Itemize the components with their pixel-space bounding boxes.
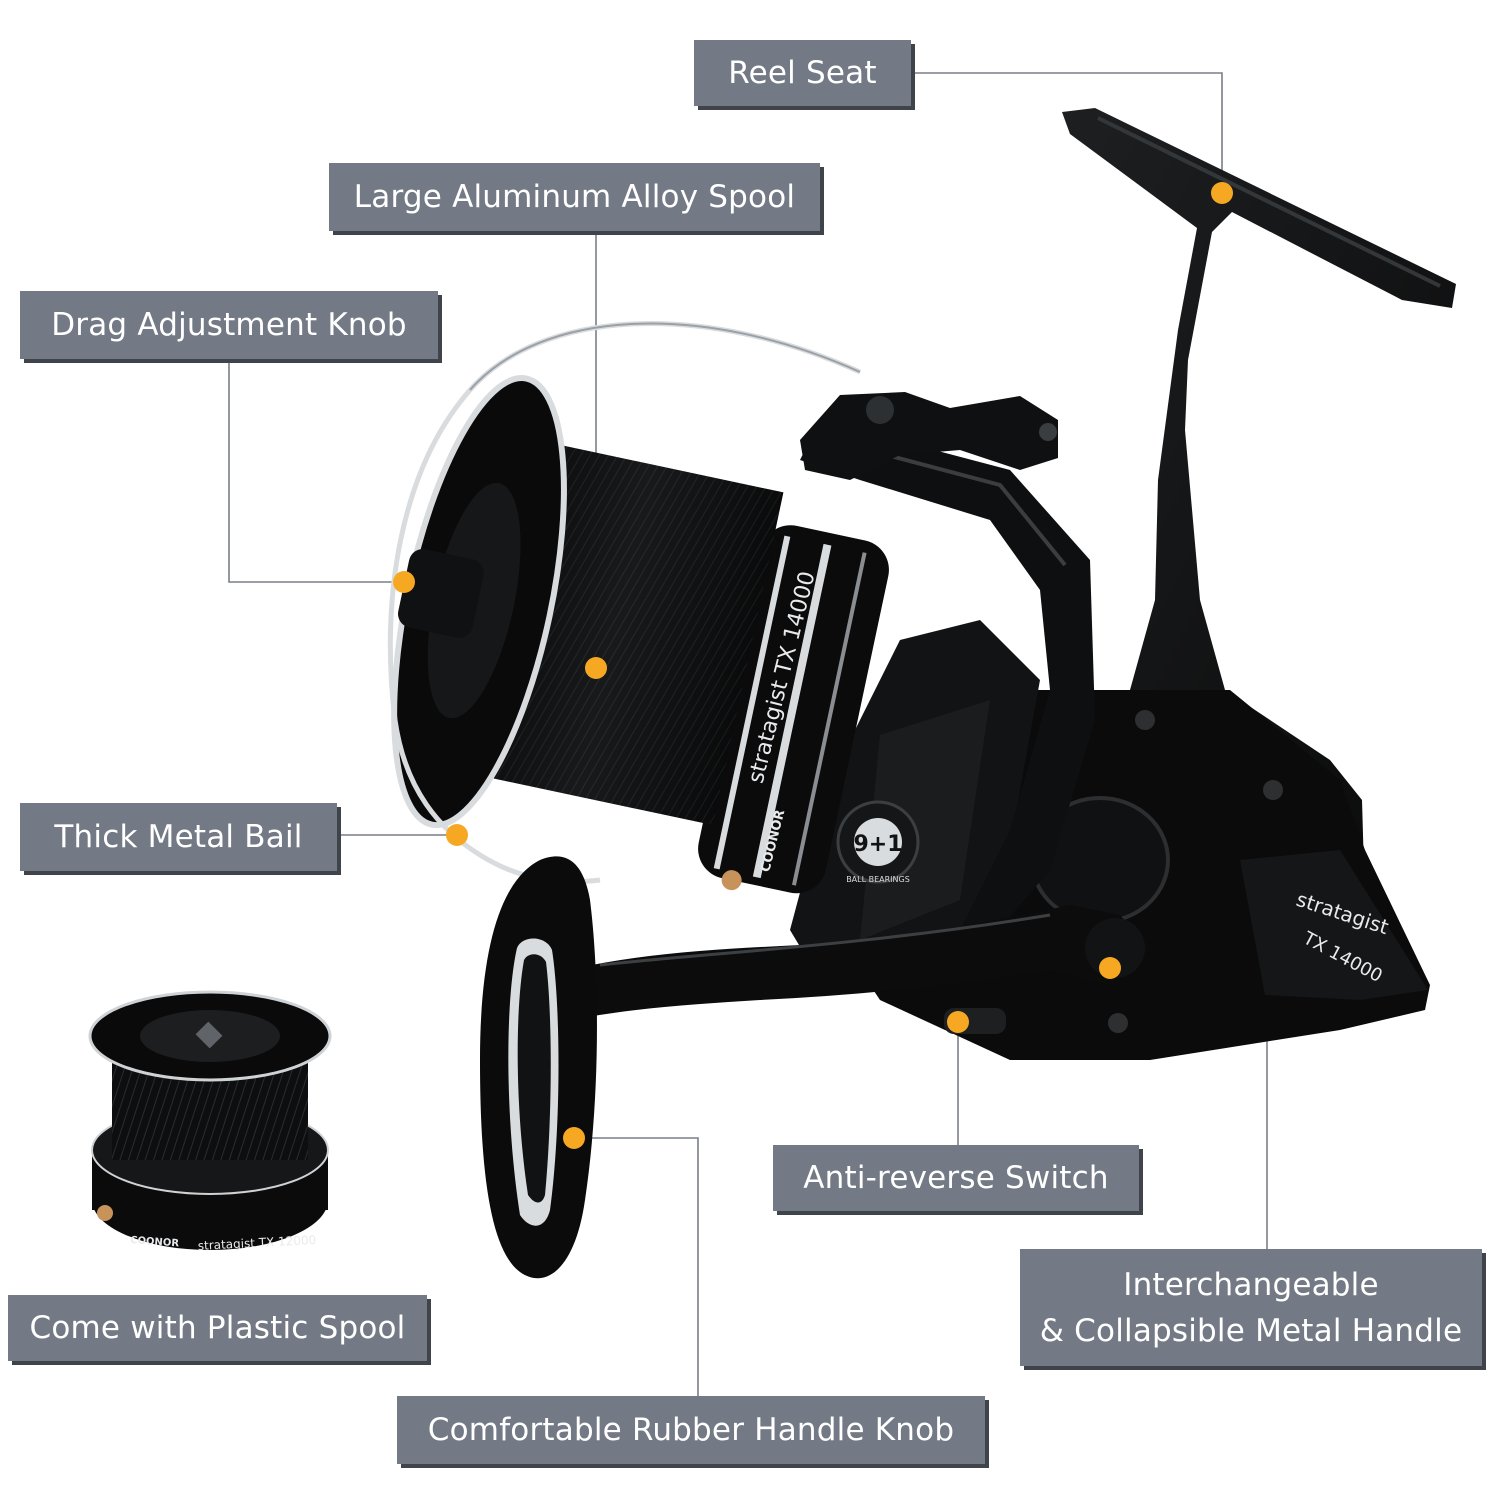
callout-dots bbox=[393, 182, 1233, 1149]
label-reel-seat: Reel Seat bbox=[694, 40, 911, 106]
spare-spool: COONOR stratagist TX 12000 bbox=[88, 990, 332, 1253]
label-handle-knob: Comfortable Rubber Handle Knob bbox=[397, 1396, 985, 1464]
leader-reel-seat bbox=[913, 72, 1223, 193]
reel-rotor: 9+1 BALL BEARINGS bbox=[790, 392, 1095, 1034]
dot-reel-seat bbox=[1211, 182, 1233, 204]
label-handle-line-1: Interchangeable bbox=[1123, 1266, 1379, 1303]
label-spool: Large Aluminum Alloy Spool bbox=[329, 163, 820, 231]
label-drag-knob: Drag Adjustment Knob bbox=[20, 291, 438, 359]
reel-seat-foot bbox=[1062, 108, 1456, 880]
label-handle-line-2: & Collapsible Metal Handle bbox=[1039, 1312, 1463, 1349]
label-bail: Thick Metal Bail bbox=[20, 803, 337, 871]
handle-arm bbox=[520, 905, 1150, 1030]
label-anti-reverse: Anti-reverse Switch bbox=[773, 1145, 1139, 1211]
spare-brand-mark: COONOR bbox=[130, 1235, 180, 1249]
spool-bronze-pin bbox=[721, 870, 742, 891]
main-spool: stratagist TX 14000 COONOR bbox=[391, 375, 889, 894]
bearing-text: BALL BEARINGS bbox=[846, 875, 910, 884]
dot-spool bbox=[585, 657, 607, 679]
label-handle: Interchangeable & Collapsible Metal Hand… bbox=[1020, 1249, 1482, 1366]
body-screw-1 bbox=[1135, 710, 1155, 730]
drag-knob bbox=[398, 549, 484, 638]
bearing-count: 9+1 bbox=[853, 832, 902, 857]
dot-handle bbox=[1099, 957, 1121, 979]
spare-bronze-pin bbox=[97, 1205, 113, 1221]
body-screw-2 bbox=[1263, 780, 1283, 800]
label-spare-spool: Come with Plastic Spool bbox=[8, 1295, 427, 1361]
spare-model-mark: stratagist TX 12000 bbox=[197, 1233, 316, 1253]
leader-drag-knob bbox=[228, 360, 404, 583]
dot-handle-knob bbox=[563, 1127, 585, 1149]
dot-anti-reverse bbox=[947, 1011, 969, 1033]
body-screw-3 bbox=[1108, 1013, 1128, 1033]
leader-handle-knob bbox=[574, 1137, 699, 1396]
handle-knob bbox=[480, 856, 597, 1279]
dot-bail bbox=[446, 824, 468, 846]
dot-drag-knob bbox=[393, 571, 415, 593]
